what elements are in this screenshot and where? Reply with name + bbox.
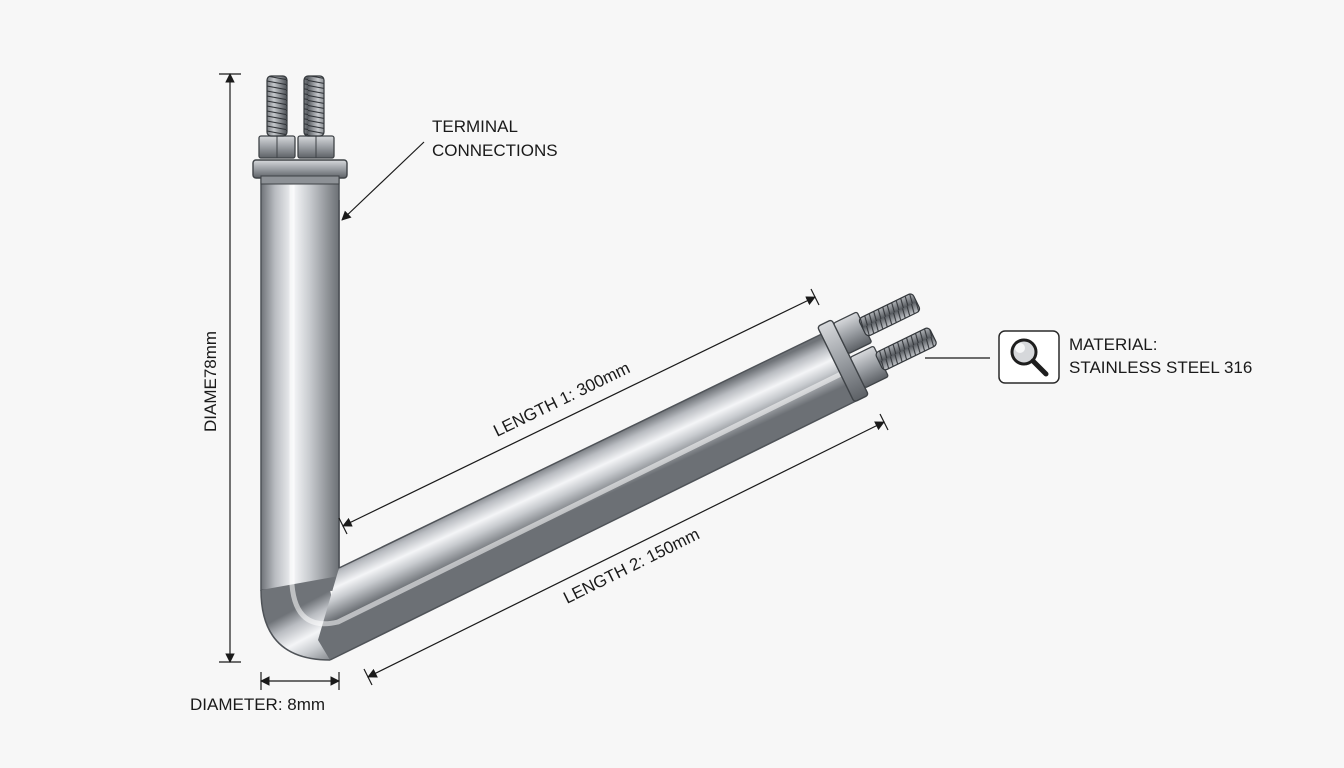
diameter-label: DIAMETER: 8mm [190, 695, 325, 714]
length1-label: LENGTH 1: 300mm [490, 358, 633, 440]
right-terminal [817, 293, 937, 402]
height-dimension-label: DIAME78mm [201, 331, 220, 432]
length2-label: LENGTH 2: 150mm [560, 524, 702, 607]
terminal-leader-arrow [341, 141, 425, 221]
material-label: MATERIAL: [1069, 335, 1157, 354]
length2-dimension-line [363, 413, 889, 686]
tube-body [260, 177, 863, 661]
diameter-dimension-line [260, 672, 340, 690]
magnifier-icon [998, 330, 1060, 384]
top-terminal [252, 75, 348, 185]
material-label-line2: STAINLESS STEEL 316 [1069, 358, 1252, 377]
terminal-connections-label: TERMINAL [432, 117, 518, 136]
height-dimension-line [219, 73, 241, 663]
terminal-connections-label-line2: CONNECTIONS [432, 141, 558, 160]
